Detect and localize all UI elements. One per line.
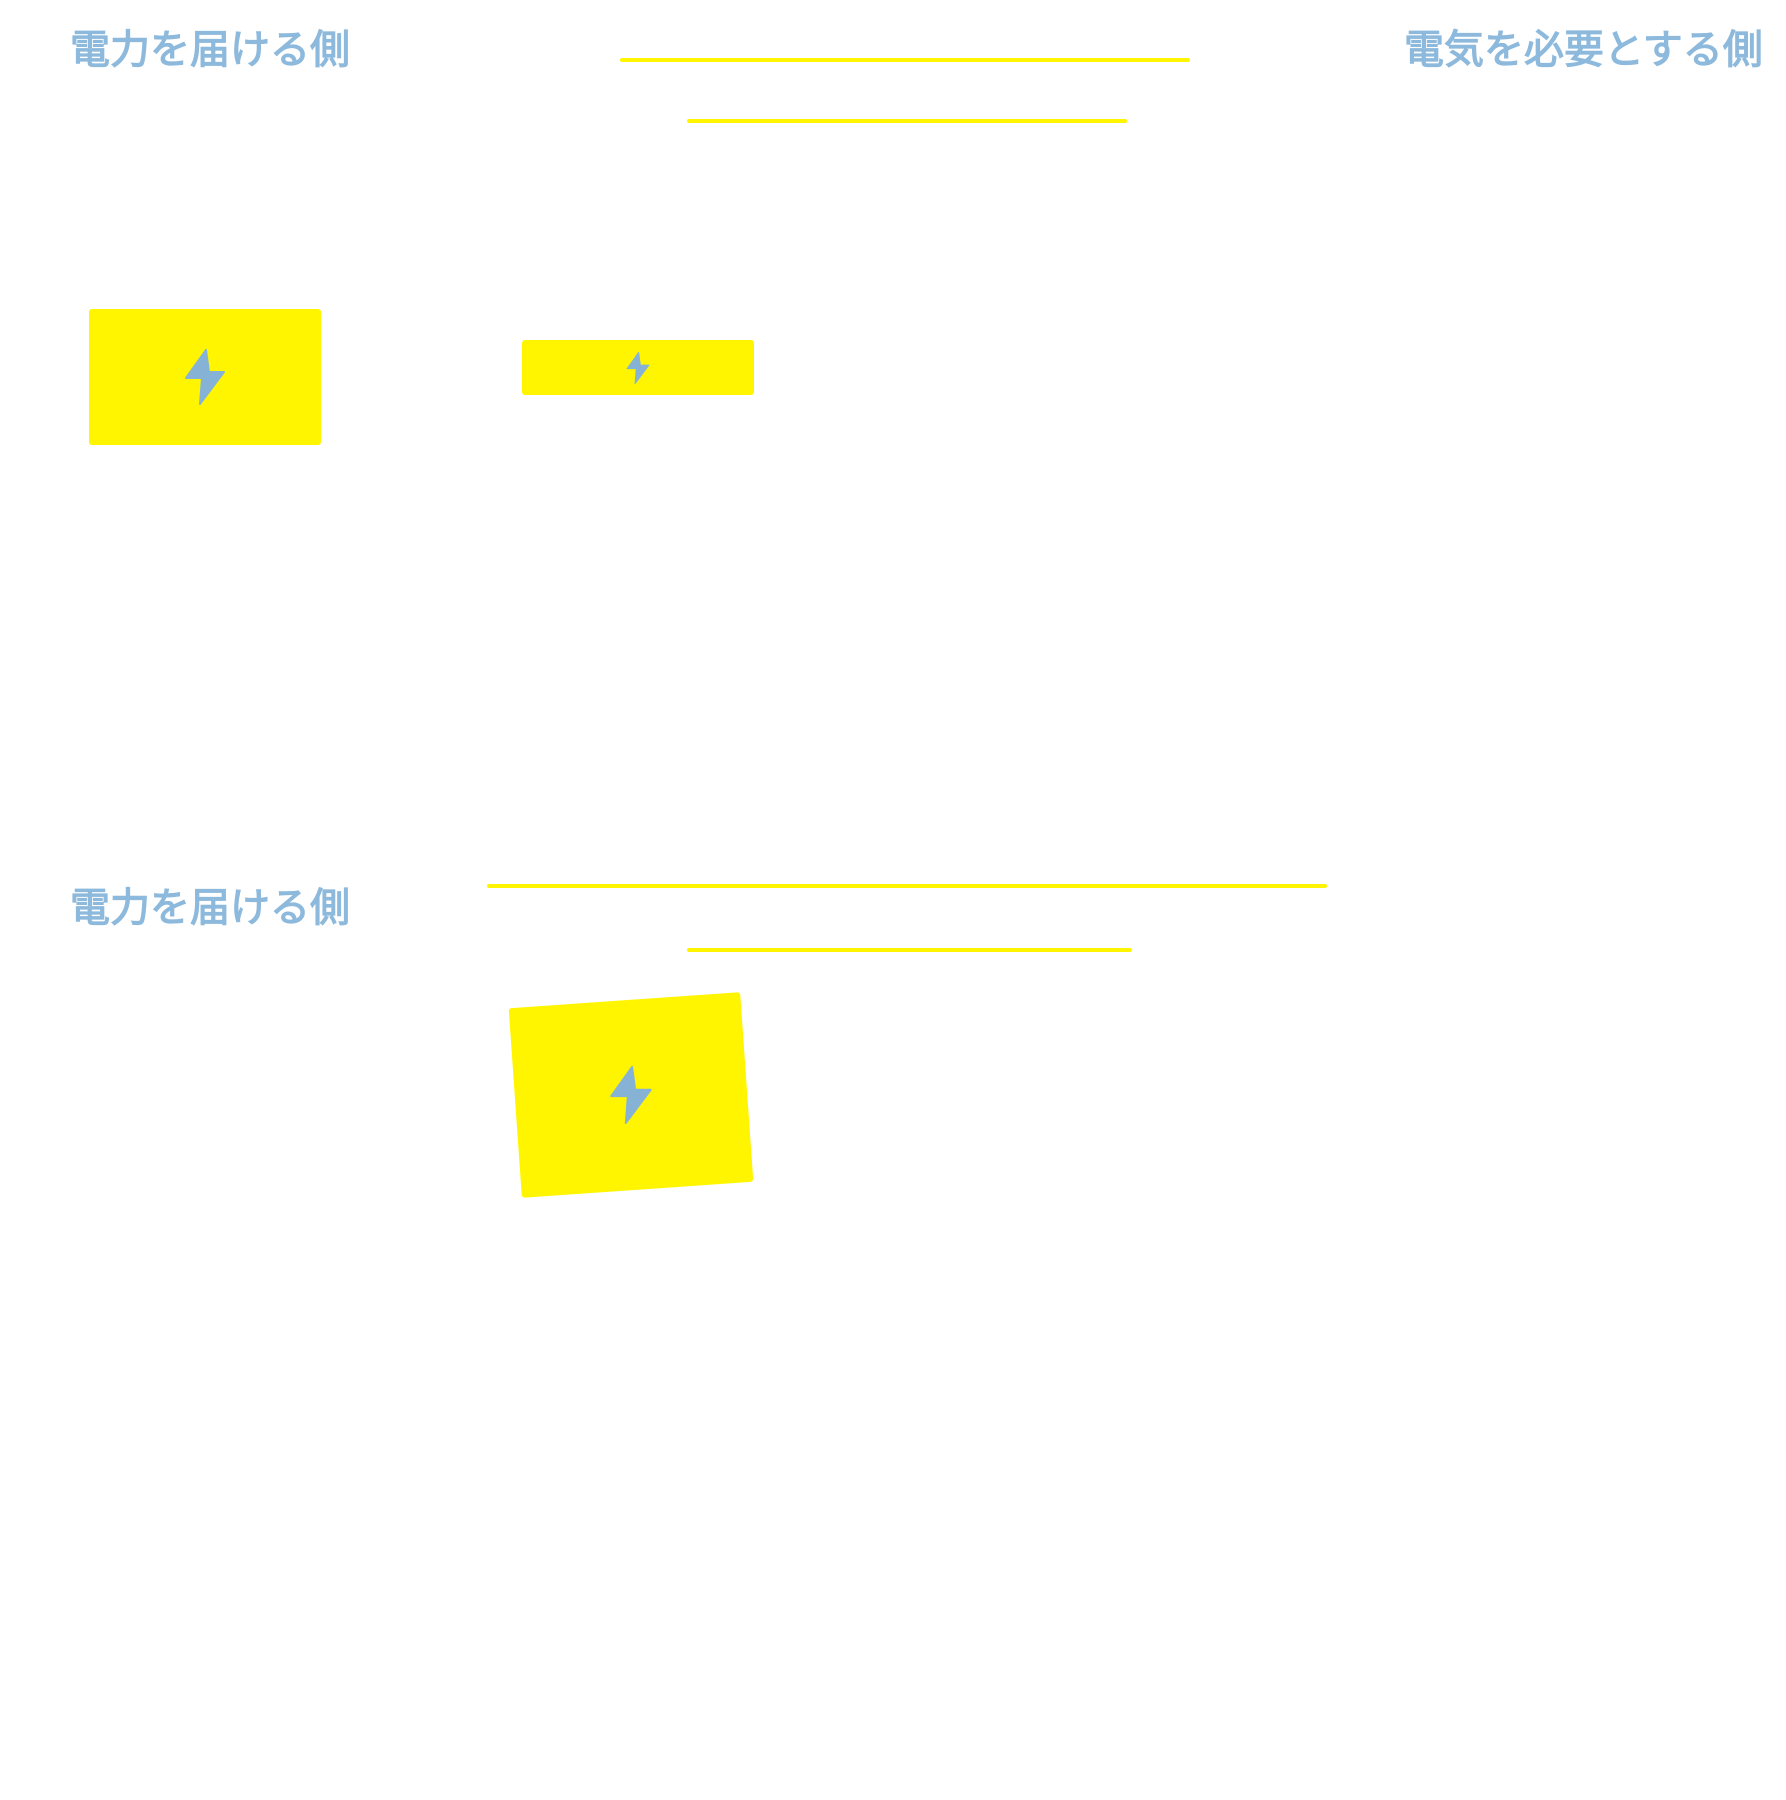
- connector-line-top-1: [620, 58, 1190, 62]
- connector-line-bottom-1: [487, 884, 1327, 888]
- lightning-bolt-icon: [626, 351, 650, 384]
- connector-line-top-2: [687, 119, 1127, 123]
- provider-side-label-bottom: 電力を届ける側: [70, 885, 350, 931]
- provider-side-label-top: 電力を届ける側: [70, 27, 350, 73]
- power-card-large[interactable]: [89, 309, 321, 445]
- power-card-small[interactable]: [522, 340, 754, 395]
- connector-line-bottom-2: [687, 948, 1132, 952]
- lightning-bolt-icon: [610, 1066, 652, 1124]
- lightning-bolt-icon: [185, 349, 225, 405]
- power-card-tilted[interactable]: [508, 992, 754, 1198]
- consumer-side-label: 電気を必要とする側: [1404, 27, 1763, 73]
